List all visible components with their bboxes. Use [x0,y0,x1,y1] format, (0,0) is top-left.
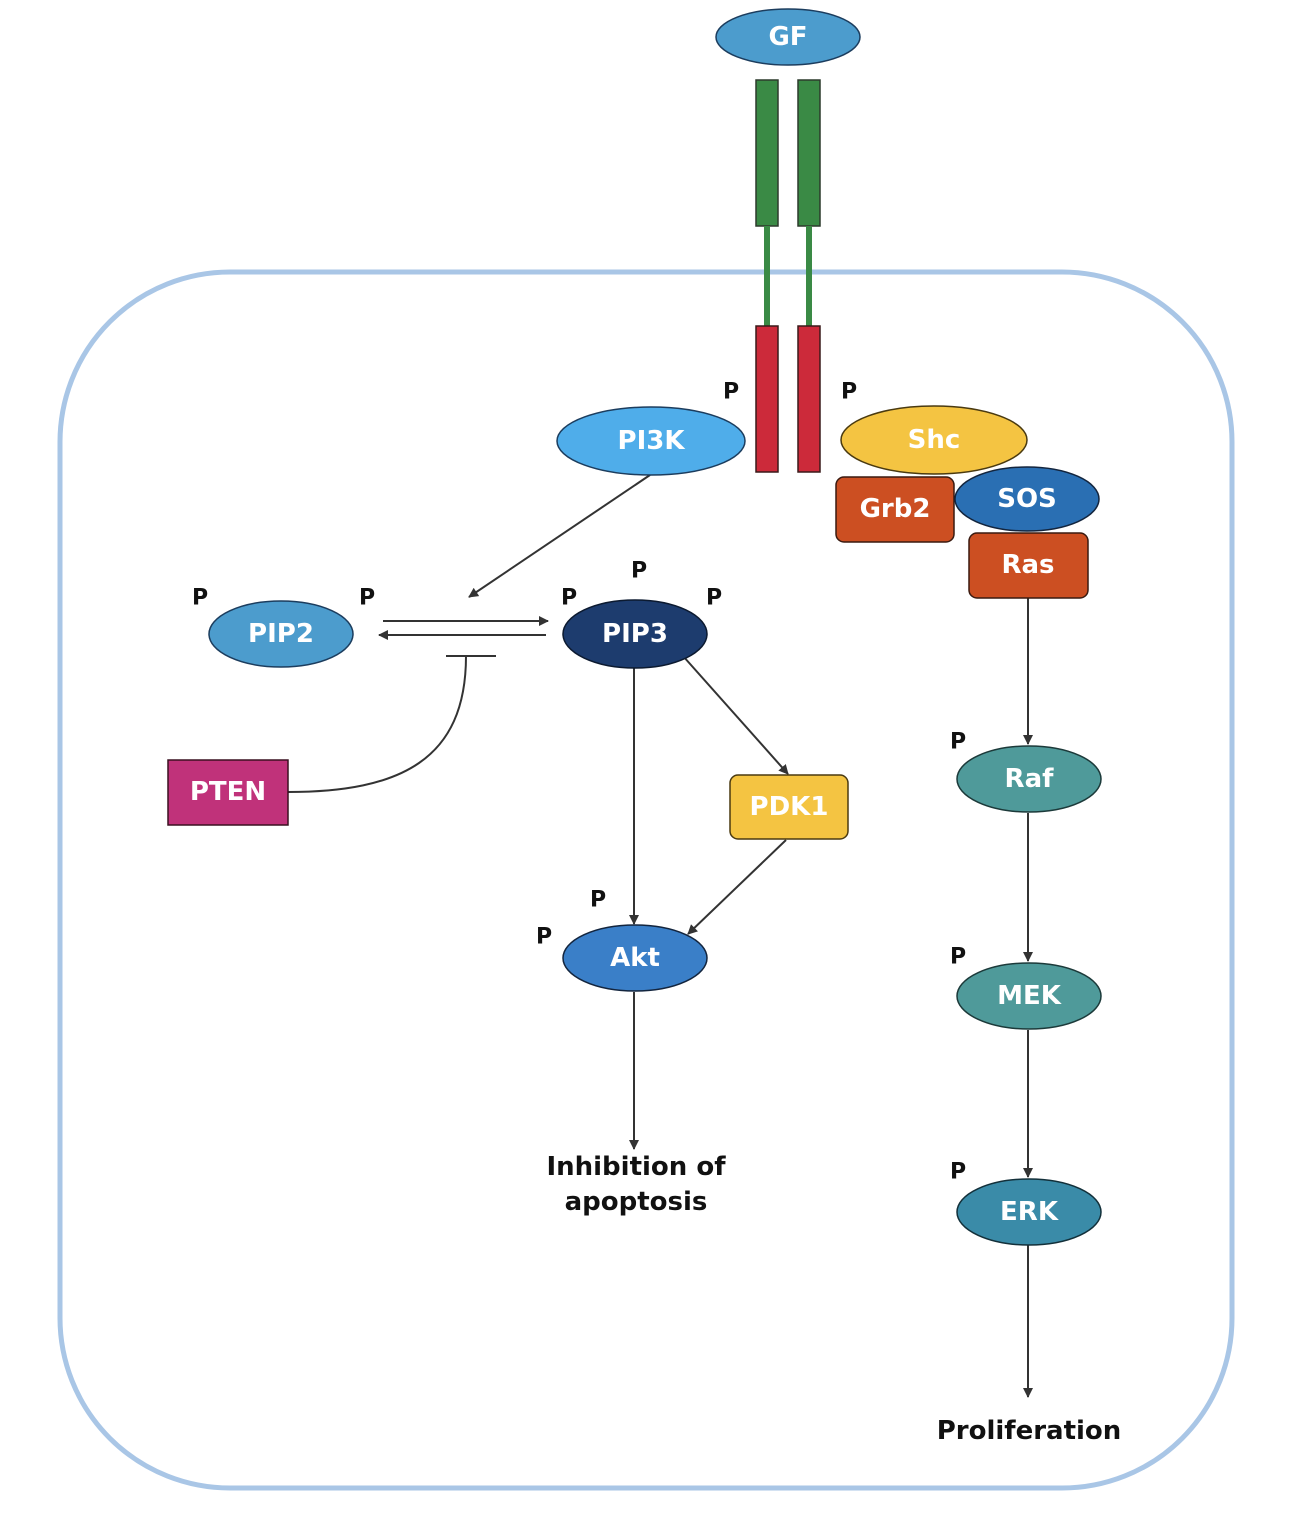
pi3k-label: PI3K [618,426,686,456]
grb2-shape [835,476,955,543]
cell-membrane [57,269,1235,1491]
phospho-pip3-top: P [631,559,647,584]
ras-label: Ras [1001,550,1054,580]
node-shc: Shc [840,405,1028,475]
raf-shape [956,745,1102,813]
node-erk: ERK [956,1178,1102,1246]
edge-pip3-to-pdk1 [682,655,789,775]
node-pdk1: PDK1 [729,774,849,840]
receptor [755,79,821,473]
pip3-shape [562,599,708,669]
edge-pdk1-to-akt [687,839,787,935]
akt-shape [562,924,708,992]
node-mek: MEK [956,962,1102,1030]
node-pten: PTEN [167,759,289,826]
pten-label: PTEN [190,777,266,807]
erk-shape [956,1178,1102,1246]
grb2-label: Grb2 [860,494,931,524]
shc-shape [840,405,1028,475]
apoptosis-line1: Inhibition of [546,1152,726,1182]
receptor-right-extracellular [797,79,821,227]
raf-label: Raf [1005,764,1055,794]
erk-label: ERK [1000,1197,1059,1227]
phospho-mek: P [950,945,966,970]
phospho-pip2-left: P [192,586,208,611]
mek-shape [956,962,1102,1030]
node-grb2: Grb2 [835,476,955,543]
phospho-pip2-right: P [359,586,375,611]
node-pip2: PIP2 [208,600,354,668]
mek-label: MEK [997,981,1062,1011]
receptor-left-extracellular [755,79,779,227]
node-akt: Akt [562,924,708,992]
sos-label: SOS [997,484,1057,514]
phospho-pip3-left: P [561,586,577,611]
pip3-label: PIP3 [602,619,668,649]
phospho-raf: P [950,730,966,755]
edge-pi3k-to-conversion [468,474,651,598]
pip2-shape [208,600,354,668]
gf-shape [715,8,861,66]
node-pip3: PIP3 [562,599,708,669]
apoptosis-line2: apoptosis [565,1187,708,1217]
edges [287,474,1033,1398]
receptor-left-intracellular [755,325,779,473]
outcome-proliferation: Proliferation [937,1416,1122,1446]
node-ras: Ras [968,532,1089,599]
pi3k-shape [556,406,746,476]
gf-label: GF [768,22,807,52]
receptor-right-intracellular [797,325,821,473]
phospho-akt-left: P [536,925,552,950]
phospho-receptor-left: P [723,380,739,405]
node-sos: SOS [954,466,1100,532]
phospho-pip3-right: P [706,586,722,611]
edge-pten-inhibition [287,655,467,793]
pip2-label: PIP2 [248,619,314,649]
shc-label: Shc [908,425,961,455]
pdk1-label: PDK1 [750,792,829,822]
ras-shape [968,532,1089,599]
outcome-apoptosis: Inhibition of apoptosis [546,1152,726,1217]
node-raf: Raf [956,745,1102,813]
phospho-receptor-right: P [841,380,857,405]
node-pi3k: PI3K [556,406,746,476]
phospho-erk: P [950,1160,966,1185]
phospho-markers: P P P P P P P P P P P P [192,380,966,1185]
phospho-akt-top: P [590,888,606,913]
pten-shape [167,759,289,826]
pdk1-shape [729,774,849,840]
sos-shape [954,466,1100,532]
node-gf: GF [715,8,861,66]
akt-label: Akt [610,943,660,973]
